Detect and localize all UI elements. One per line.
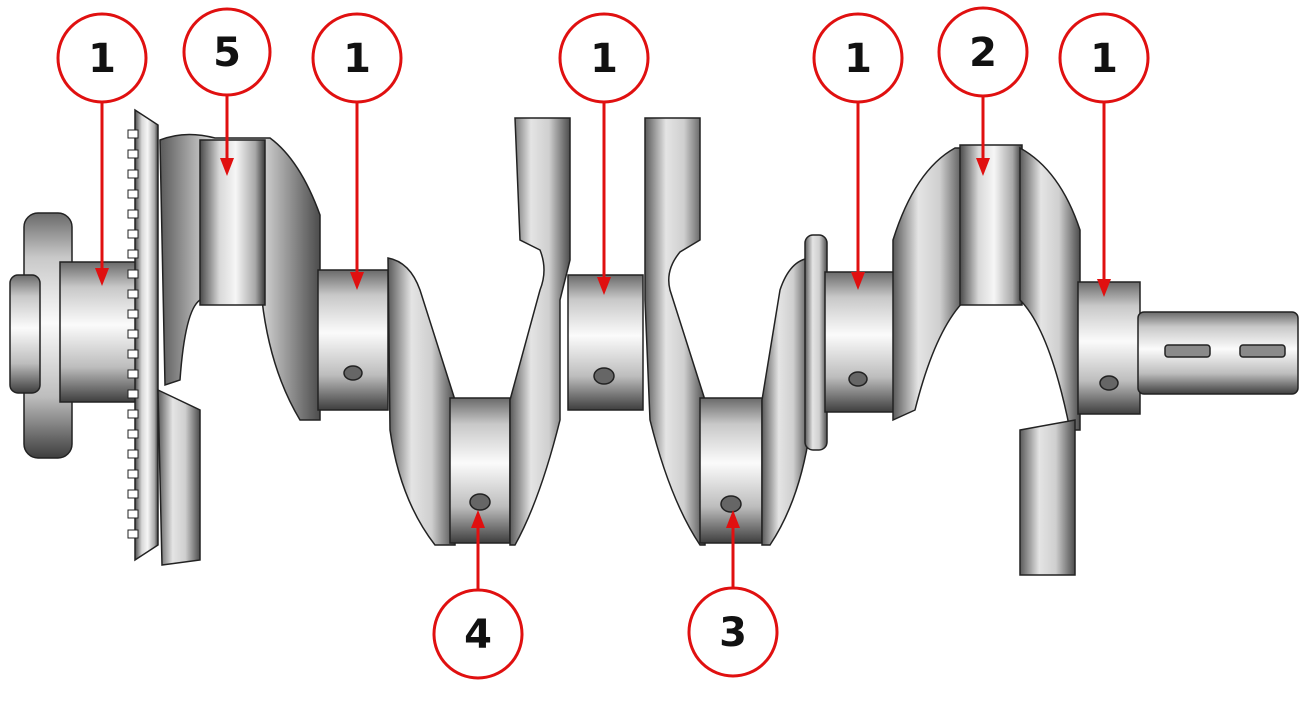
callout-label: 4 (464, 612, 492, 658)
main-journal-rear (1077, 281, 1141, 415)
callout-circle (1058, 12, 1150, 104)
callouts (56, 6, 1150, 680)
callout-circle (558, 12, 650, 104)
callout-label: 1 (343, 36, 371, 82)
output-shaft (1137, 311, 1299, 395)
callout-label: 2 (969, 30, 997, 76)
callout-circle (311, 12, 403, 104)
crank-pin-2 (959, 144, 1023, 306)
callout-circle (432, 588, 524, 680)
pulley-hub (9, 212, 141, 459)
callout-circle (687, 586, 779, 678)
crankshaft (9, 108, 1299, 576)
callout-label: 1 (844, 36, 872, 82)
callout-label: 3 (719, 610, 747, 656)
main-journal-center (567, 274, 644, 411)
main-journal-4 (824, 271, 896, 413)
timing-gear (127, 108, 201, 566)
callout-circle (937, 6, 1029, 98)
callout-label: 1 (1090, 36, 1118, 82)
callout-circle (182, 7, 272, 97)
callout-label: 1 (590, 36, 618, 82)
callout-circle (812, 12, 904, 104)
callout-labels: 1 5 1 1 1 2 1 4 3 (88, 30, 1118, 658)
main-journal-2 (317, 269, 389, 411)
callout-circle (56, 12, 148, 104)
crank-pin-5 (199, 139, 266, 306)
callout-label: 5 (213, 30, 241, 76)
callout-label: 1 (88, 36, 116, 82)
